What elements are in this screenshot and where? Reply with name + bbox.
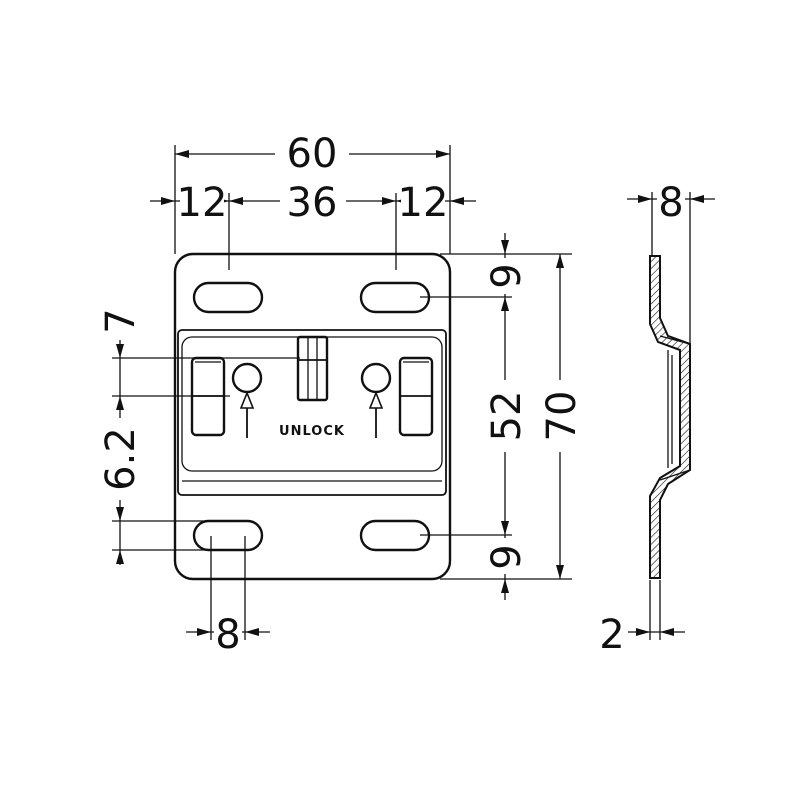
dim-bottom-slot-offset: 9 [484, 544, 530, 569]
slot-top-right [359, 281, 431, 314]
svg-text:2: 2 [599, 612, 624, 658]
plate-outline [173, 252, 452, 581]
mounting-plate-front-view: UNLOCK [173, 252, 452, 581]
dim-center-span: 36 [287, 180, 338, 226]
slot-bottom-left [192, 519, 264, 552]
svg-text:8: 8 [215, 612, 240, 658]
dimension-overall-width: 60 [174, 128, 451, 254]
dimension-thickness: 2 [594, 580, 685, 658]
latch-tab [296, 335, 329, 402]
hole-right [360, 362, 392, 394]
dimension-vertical-left: 7 6.2 [96, 304, 300, 565]
svg-text:60: 60 [287, 131, 338, 177]
dim-left-margin: 12 [177, 180, 228, 226]
dimension-slot-width: 8 [186, 536, 270, 658]
dim-window-height: 6.2 [98, 427, 144, 491]
slot-top-left [192, 281, 264, 314]
dim-overall-height: 70 [539, 391, 585, 442]
dim-top-slot-offset: 9 [484, 263, 530, 288]
side-profile-view [649, 255, 691, 579]
profile-section [649, 255, 691, 579]
window-right [398, 356, 434, 437]
hole-left [231, 362, 263, 394]
dimension-hole-spacing: 12 36 12 [150, 180, 476, 270]
dim-right-margin: 12 [398, 180, 449, 226]
unlock-label: UNLOCK [279, 424, 345, 439]
dimension-vertical-right: 9 52 9 70 [420, 233, 585, 600]
dimension-profile-depth: 8 [627, 180, 715, 344]
arrow-up-icon [239, 390, 255, 438]
svg-text:8: 8 [658, 180, 683, 226]
dim-slot-span: 52 [484, 391, 530, 442]
dim-window-offset: 7 [98, 308, 144, 333]
arrow-up-icon [368, 390, 384, 438]
slot-bottom-right [359, 519, 431, 552]
center-panel [177, 329, 447, 496]
